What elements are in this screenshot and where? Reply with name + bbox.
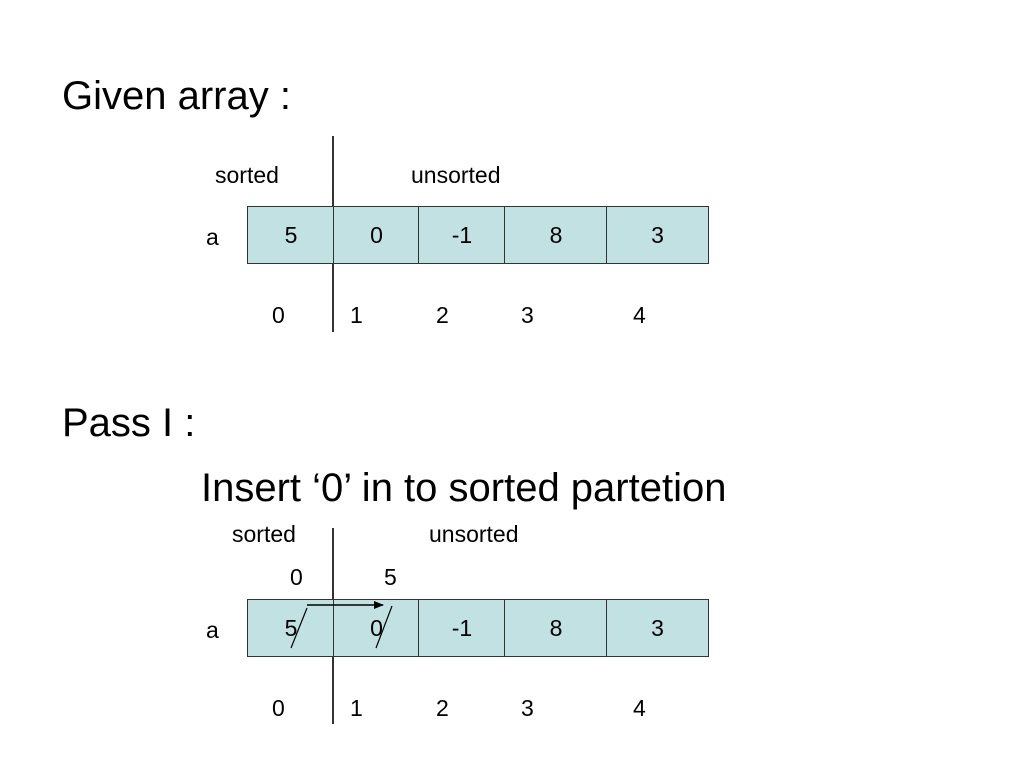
index-label: 1 bbox=[350, 695, 363, 721]
unsorted-label: unsorted bbox=[429, 521, 519, 547]
array-cell: 0 bbox=[333, 206, 420, 264]
given-array-heading: Given array : bbox=[62, 74, 291, 118]
pass-heading: Pass I : bbox=[62, 401, 196, 445]
cell-value: 5 bbox=[284, 221, 298, 248]
index-label: 2 bbox=[436, 302, 449, 328]
cell-value: -1 bbox=[451, 221, 473, 248]
cell-value: 3 bbox=[651, 614, 664, 641]
array-cell: 5 bbox=[247, 599, 335, 657]
array-cell: -1 bbox=[418, 599, 506, 657]
sorted-label: sorted bbox=[232, 521, 296, 547]
index-label: 3 bbox=[521, 695, 534, 721]
cell-value: 8 bbox=[549, 614, 563, 641]
array-cell: 0 bbox=[333, 599, 420, 657]
index-label: 0 bbox=[272, 695, 285, 721]
array-label: a bbox=[206, 617, 219, 643]
cell-value: 8 bbox=[549, 221, 563, 248]
new-value-label: 0 bbox=[290, 564, 303, 590]
cell-value: -1 bbox=[451, 614, 473, 641]
index-label: 1 bbox=[350, 302, 363, 328]
array-cell: 3 bbox=[606, 206, 709, 264]
cell-value: 0 bbox=[370, 221, 383, 248]
index-label: 4 bbox=[633, 695, 646, 721]
index-label: 3 bbox=[521, 302, 534, 328]
array-cell: 3 bbox=[606, 599, 709, 657]
new-value-label: 5 bbox=[384, 564, 397, 590]
array-cell: 8 bbox=[504, 206, 608, 264]
index-label: 0 bbox=[272, 302, 285, 328]
array-cell: 8 bbox=[504, 599, 608, 657]
unsorted-label: unsorted bbox=[411, 162, 501, 188]
cell-value: 5 bbox=[284, 614, 298, 641]
sorted-label: sorted bbox=[215, 162, 279, 188]
array-cell: 5 bbox=[247, 206, 335, 264]
array-label: a bbox=[206, 224, 219, 250]
array-cell: -1 bbox=[418, 206, 506, 264]
index-label: 2 bbox=[436, 695, 449, 721]
cell-value: 0 bbox=[370, 614, 383, 641]
index-label: 4 bbox=[633, 302, 646, 328]
pass-subtitle: Insert ‘0’ in to sorted partetion bbox=[201, 466, 727, 510]
cell-value: 3 bbox=[651, 221, 664, 248]
